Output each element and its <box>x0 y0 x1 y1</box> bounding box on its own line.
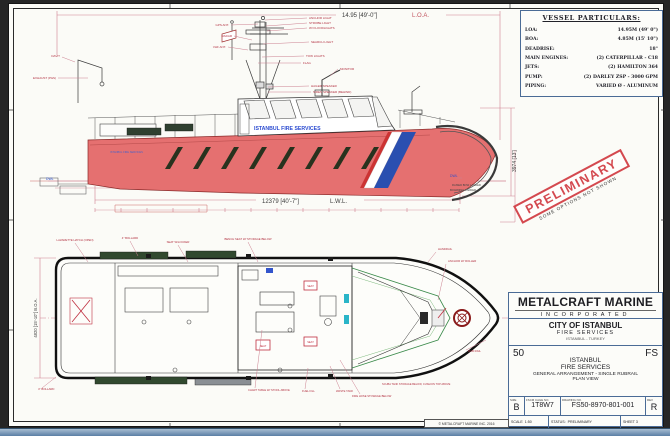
particulars-label: DEADRISE: <box>525 46 555 52</box>
particulars-row: JETS: (2) HAMILTON 364 <box>521 63 662 72</box>
drawing-number-row: SIZE B FSCM CAGE NO. 1T8W7 DRAWING NO. F… <box>509 397 662 416</box>
sheet-cell: SHEET 3 <box>621 416 662 428</box>
particulars-value: (2) CATERPILLAR - C18 <box>596 56 658 62</box>
particulars-row: LOA: 14.95M (49' 0") <box>521 26 662 35</box>
rev-value: R <box>650 402 658 412</box>
particulars-row: BOA: 4.85M (15' 10") <box>521 35 662 44</box>
dwg-label: DRAWING NO. <box>562 398 582 402</box>
scale-cell: SCALE 1:50 <box>509 416 549 428</box>
particulars-value: (2) HAMILTON 364 <box>608 65 658 71</box>
status-cell: STATUS: PRELIMINARY <box>549 416 621 428</box>
particulars-value: 4.85M (15' 10") <box>617 37 658 43</box>
scale-value: 1:50 <box>524 420 532 424</box>
particulars-value: VARIED Ø - ALUMINUM <box>595 83 658 89</box>
client-location: ISTANBUL - TURKEY <box>566 336 605 341</box>
company-incorporated: INCORPORATED <box>515 310 656 318</box>
rev-cell: REV R <box>646 397 662 415</box>
window-bottom-bar <box>0 428 670 436</box>
size-label: SIZE <box>510 398 517 402</box>
particulars-label: PIPING: <box>525 83 547 89</box>
client-cell: CITY OF ISTANBUL FIRE SERVICES ISTANBUL … <box>509 319 662 346</box>
title-line-4: PLAN VIEW <box>572 377 599 382</box>
particulars-label: PUMP: <box>525 74 543 80</box>
sheet-value: SHEET 3 <box>623 420 638 424</box>
status-value: PRELIMINARY <box>567 420 592 424</box>
copyright-note: © METALCRAFT MARINE INC. 2016 <box>424 419 509 428</box>
particulars-label: JETS: <box>525 65 540 71</box>
rev-label: REV <box>647 398 653 402</box>
dwg-cell: DRAWING NO. FS50-8970-801-001 <box>561 397 646 415</box>
client-dept: FIRE SERVICES <box>556 330 615 336</box>
size-value: B <box>513 402 520 412</box>
title-line-3: GENERAL ARRANGEMENT - SINGLE RUBRAIL <box>532 372 639 377</box>
fscm-value: 1T8W7 <box>531 402 554 409</box>
title-line-2: FIRE SERVICES <box>560 364 611 371</box>
dwg-value: FS50-8970-801-001 <box>571 402 635 409</box>
client-name: CITY OF ISTANBUL <box>548 321 623 330</box>
fscm-cell: FSCM CAGE NO. 1T8W7 <box>525 397 561 415</box>
title-line-1: ISTANBUL <box>569 357 602 364</box>
particulars-rows: LOA: 14.95M (49' 0") BOA: 4.85M (15' 10") DE… <box>521 26 662 91</box>
company-name: METALCRAFT MARINE <box>517 295 654 309</box>
scale-status-row: SCALE 1:50 STATUS: PRELIMINARY SHEET 3 <box>509 416 662 428</box>
particulars-row: MAIN ENGINES: (2) CATERPILLAR - C18 <box>521 54 662 63</box>
drawing-title-cell: 50 FS ISTANBUL FIRE SERVICES GENERAL ARR… <box>509 346 662 397</box>
size-cell: SIZE B <box>509 397 525 415</box>
vessel-particulars-table: VESSEL PARTICULARS: LOA:14.95M (49' 0")B… <box>520 10 663 97</box>
particulars-title: VESSEL PARTICULARS: <box>542 14 641 22</box>
particulars-value: 18° <box>649 46 658 52</box>
title-block: METALCRAFT MARINE INCORPORATED CITY OF I… <box>508 292 663 428</box>
scale-label: SCALE <box>511 420 523 424</box>
particulars-value: 14.95M (49' 0") <box>617 28 658 34</box>
particulars-label: LOA: <box>525 28 538 34</box>
particulars-label: BOA: <box>525 37 539 43</box>
fscm-label: FSCM CAGE NO. <box>526 398 550 402</box>
particulars-row: DEADRISE: 18° <box>521 45 662 54</box>
particulars-row: PIPING: VARIED Ø - ALUMINUM <box>521 82 662 91</box>
particulars-label: MAIN ENGINES: <box>525 56 569 62</box>
particulars-row: PUMP: (2) DARLEY ZSP - 3000 GPM <box>521 72 662 81</box>
particulars-value: (2) DARLEY ZSP - 3000 GPM <box>583 74 658 80</box>
code-left: 50 <box>513 348 525 359</box>
company-cell: METALCRAFT MARINE INCORPORATED <box>509 293 662 319</box>
status-label: STATUS: <box>551 420 566 424</box>
code-right: FS <box>645 348 658 359</box>
